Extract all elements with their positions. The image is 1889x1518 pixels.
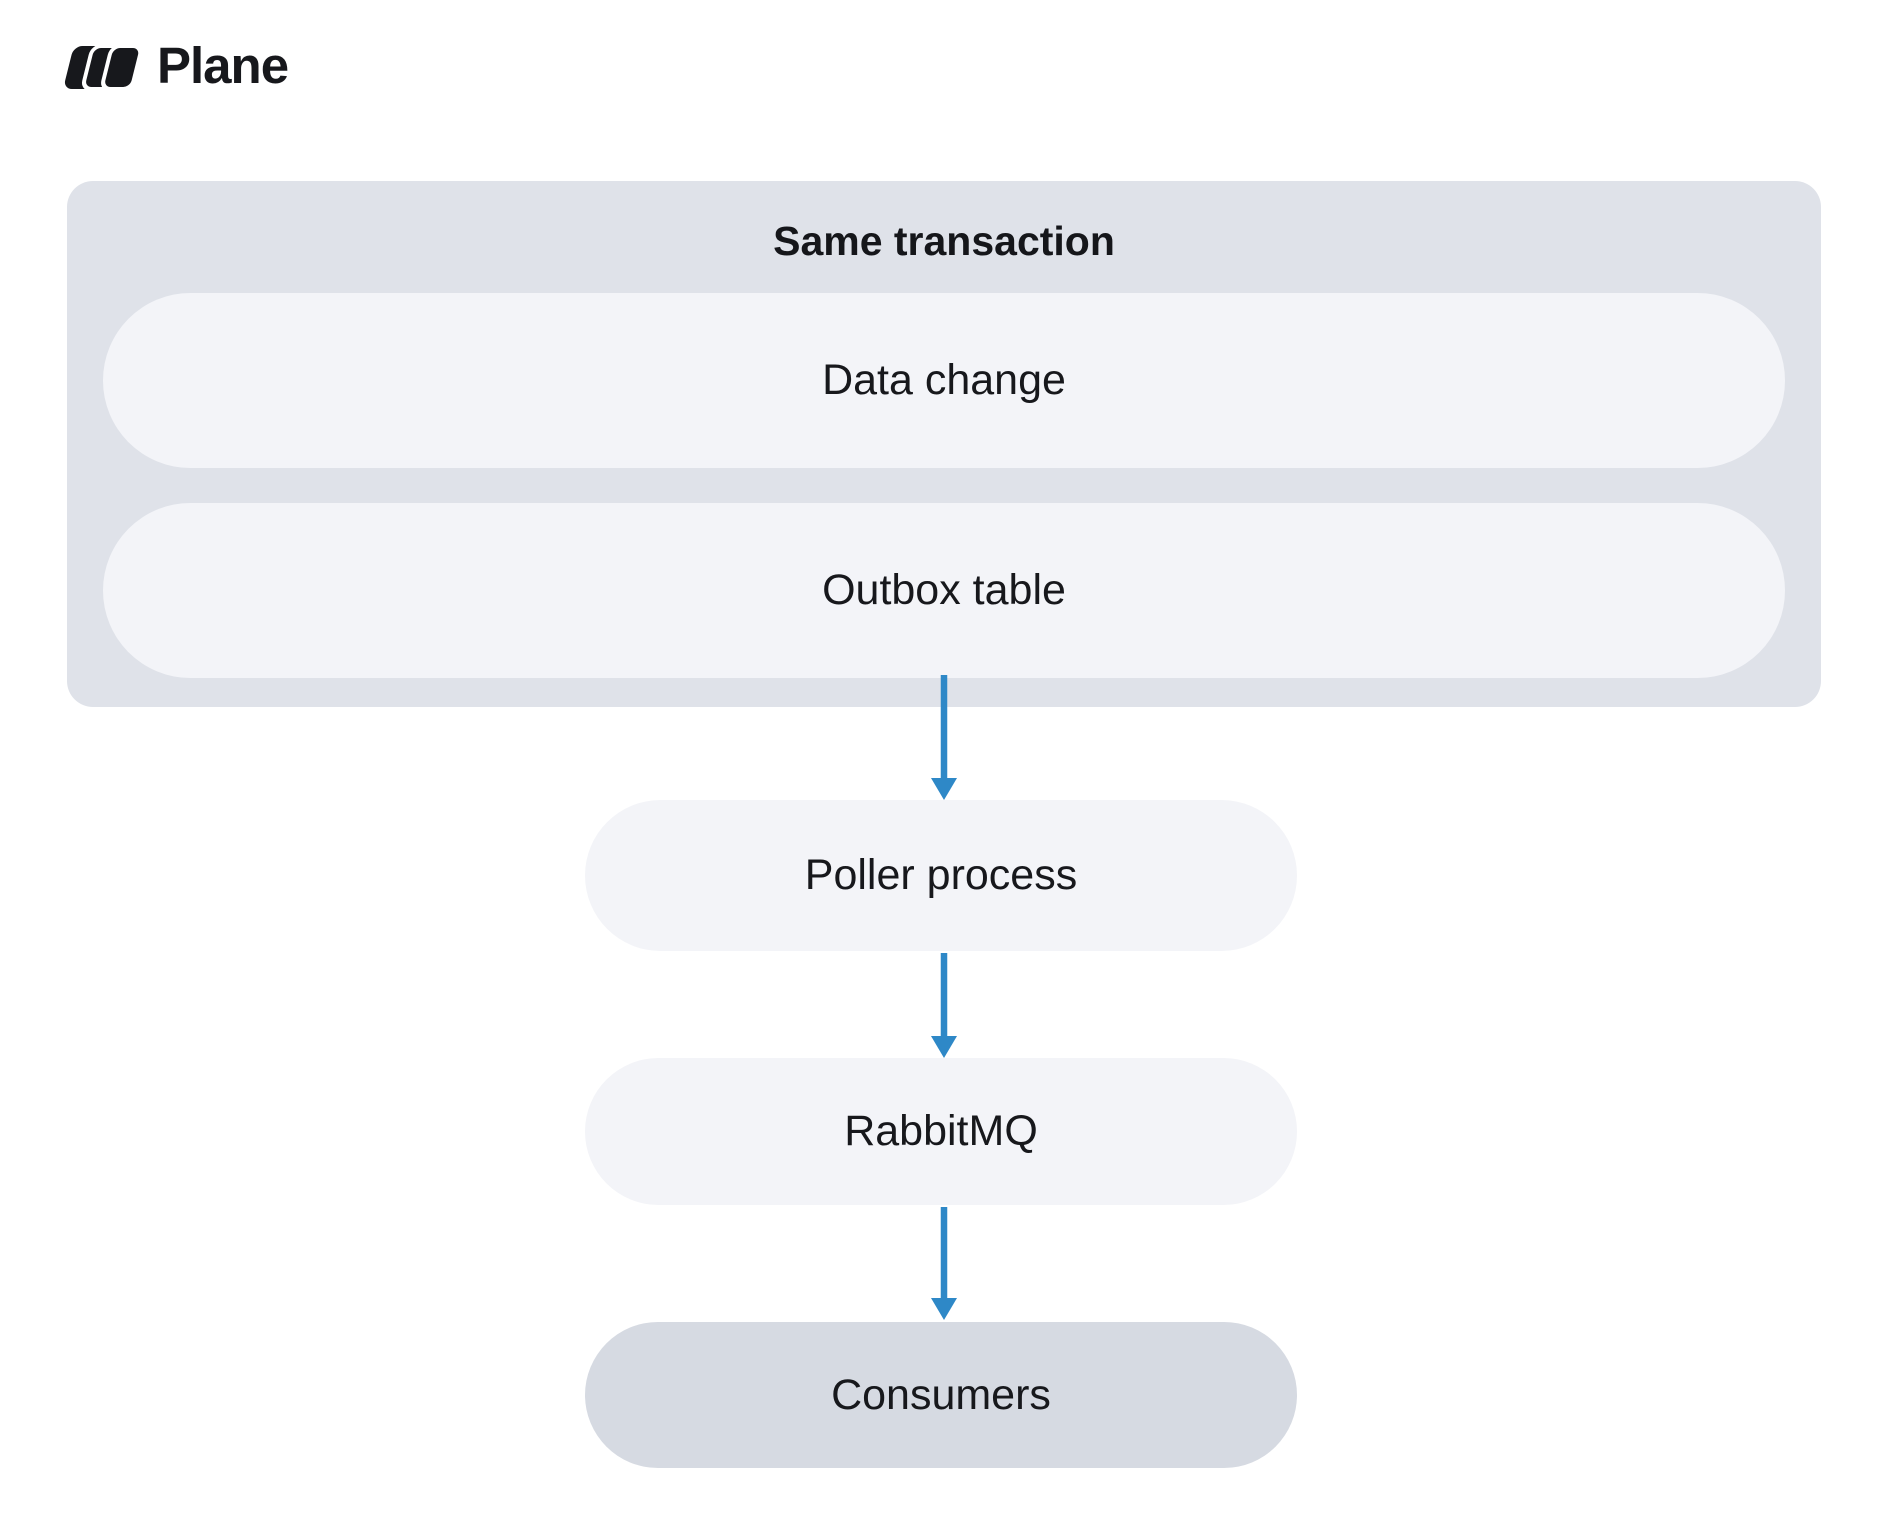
- node-data-change: Data change: [103, 293, 1785, 468]
- arrow-poller-to-rabbitmq: [926, 953, 962, 1058]
- plane-logo-text: Plane: [157, 37, 289, 94]
- node-consumers-label: Consumers: [831, 1370, 1051, 1419]
- node-outbox-table: Outbox table: [103, 503, 1785, 678]
- plane-logo-icon: [64, 44, 142, 91]
- node-consumers: Consumers: [585, 1322, 1297, 1468]
- down-arrow-icon: [931, 675, 957, 800]
- node-outbox-table-label: Outbox table: [822, 566, 1066, 614]
- node-rabbitmq: RabbitMQ: [585, 1058, 1297, 1205]
- arrow-rabbitmq-to-consumers: [926, 1207, 962, 1320]
- down-arrow-icon: [931, 953, 957, 1058]
- node-rabbitmq-label: RabbitMQ: [844, 1107, 1038, 1155]
- plane-logo: Plane: [64, 37, 289, 95]
- down-arrow-icon: [931, 1207, 957, 1320]
- node-poller-process: Poller process: [585, 800, 1297, 951]
- transaction-title: Same transaction: [773, 218, 1115, 264]
- transaction-container: Same transaction Data change Outbox tabl…: [67, 181, 1821, 707]
- arrow-outbox-to-poller: [926, 675, 962, 800]
- node-poller-process-label: Poller process: [804, 851, 1078, 899]
- node-data-change-label: Data change: [822, 356, 1066, 404]
